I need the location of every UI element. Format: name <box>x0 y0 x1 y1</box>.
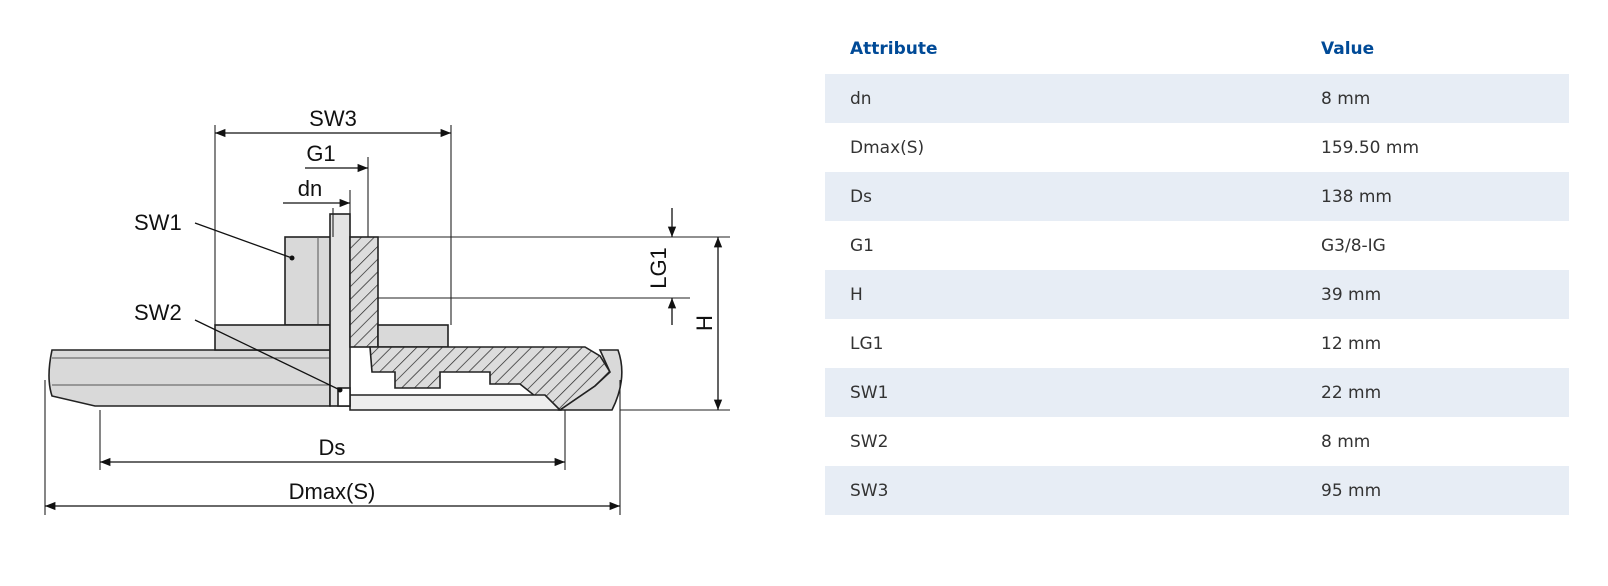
label-ds: Ds <box>319 435 346 460</box>
hex-socket <box>337 387 351 407</box>
attribute-cell: H <box>825 270 1296 319</box>
outer-lip <box>557 349 623 411</box>
central-bolt <box>329 213 351 407</box>
cavity <box>349 394 562 411</box>
extension-lines <box>44 125 730 515</box>
value-cell: G3/8-IG <box>1321 235 1386 256</box>
attribute-cell: LG1 <box>850 333 884 354</box>
table-row: SW1 22 mm <box>825 368 1569 417</box>
right-flange-lip <box>377 324 449 348</box>
base-plate <box>48 349 331 407</box>
table-header-row: Attribute Value <box>825 24 1569 74</box>
label-h: H <box>692 315 717 331</box>
table-row: dn 8 mm <box>825 74 1569 123</box>
attribute-cell: SW1 <box>825 368 1296 417</box>
leader-dot-sw1 <box>289 255 295 261</box>
value-cell: 22 mm <box>1296 368 1569 417</box>
value-cell: 8 mm <box>1321 431 1371 452</box>
hex-nut <box>284 236 332 326</box>
table-row: Ds 138 mm <box>825 172 1569 221</box>
attribute-cell: SW3 <box>825 466 1296 515</box>
table-row: SW3 95 mm <box>825 466 1569 515</box>
value-cell: 95 mm <box>1296 466 1569 515</box>
bolt-thread-section <box>349 236 379 348</box>
table-row: LG1 12 mm <box>825 319 1569 368</box>
table-row: Dmax(S) 159.50 mm <box>825 123 1569 172</box>
value-cell: 138 mm <box>1296 172 1569 221</box>
suction-cup-section <box>369 346 612 411</box>
header-value: Value <box>1321 39 1375 59</box>
label-lg1: LG1 <box>646 247 671 289</box>
part-body <box>48 213 623 411</box>
leader-dot-sw2 <box>337 387 343 393</box>
attribute-cell: dn <box>825 74 1296 123</box>
label-sw3: SW3 <box>309 106 357 131</box>
leader-sw2 <box>194 319 341 391</box>
attribute-cell: Dmax(S) <box>850 137 925 158</box>
attribute-cell: SW2 <box>850 431 889 452</box>
attribute-cell: G1 <box>850 235 874 256</box>
table-row: SW2 8 mm <box>825 417 1569 466</box>
value-cell: 39 mm <box>1296 270 1569 319</box>
table-row: H 39 mm <box>825 270 1569 319</box>
suction-cup-cross-section: SW3 G1 dn SW1 SW2 LG1 H Ds Dmax(S) <box>44 106 730 515</box>
label-sw1: SW1 <box>134 210 182 235</box>
technical-drawing: SW3 G1 dn SW1 SW2 LG1 H Ds Dmax(S) <box>0 0 780 586</box>
table-row: G1 G3/8-IG <box>825 221 1569 270</box>
value-cell: 8 mm <box>1296 74 1569 123</box>
leader-sw1 <box>194 222 293 259</box>
attribute-table: Attribute Value dn 8 mm Dmax(S) 159.50 m… <box>825 24 1569 515</box>
attribute-cell: Ds <box>825 172 1296 221</box>
label-dmax: Dmax(S) <box>289 479 376 504</box>
dimension-lines <box>45 128 723 511</box>
header-attribute: Attribute <box>850 39 938 59</box>
value-cell: 12 mm <box>1321 333 1382 354</box>
value-cell: 159.50 mm <box>1321 137 1420 158</box>
label-g1: G1 <box>306 141 335 166</box>
label-sw2: SW2 <box>134 300 182 325</box>
label-dn: dn <box>298 176 322 201</box>
